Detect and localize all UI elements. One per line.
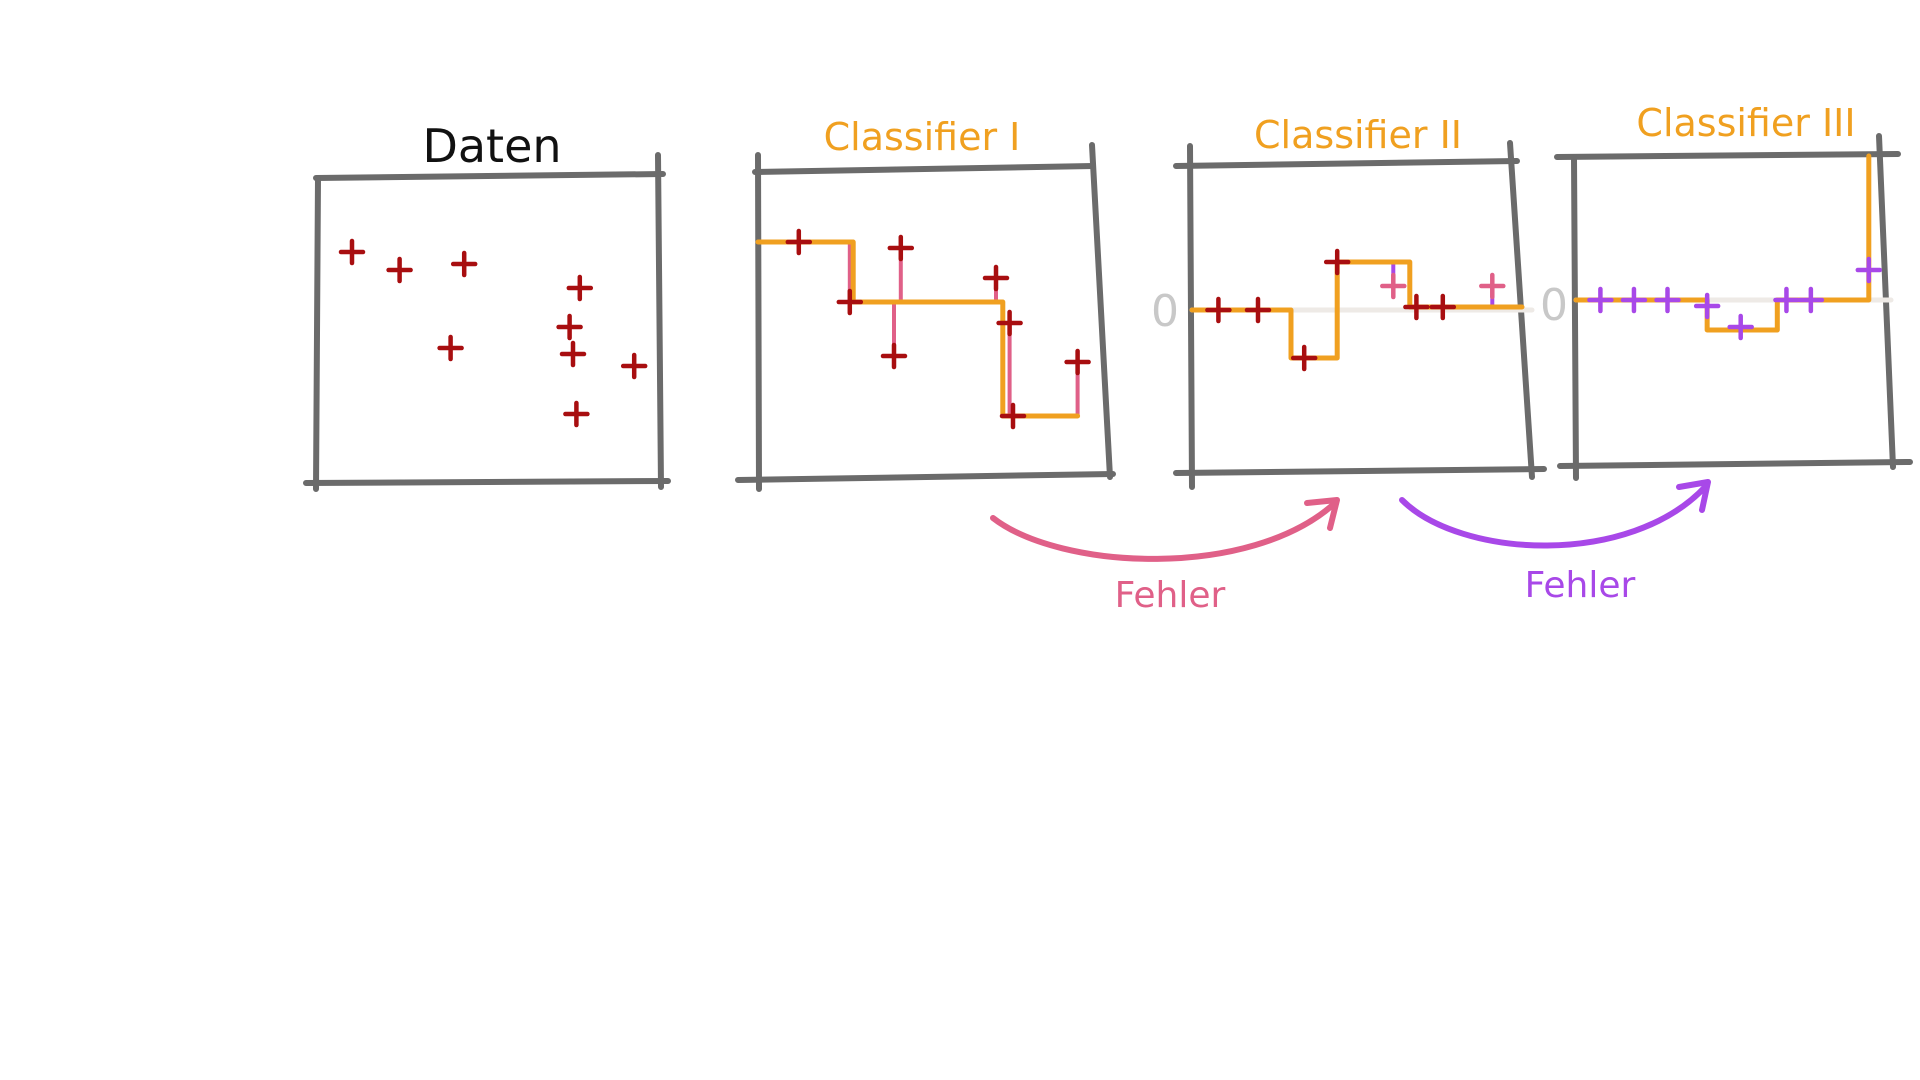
data-points	[338, 238, 648, 428]
data-point-marker	[620, 352, 648, 380]
error-arrow-1: Fehler	[990, 497, 1340, 616]
data-point-marker	[785, 228, 813, 256]
data-point-marker	[1403, 293, 1430, 321]
x-axis	[303, 478, 671, 486]
classifier-step	[1189, 259, 1525, 361]
data-point-marker	[1620, 286, 1648, 314]
data-point-marker	[1693, 292, 1721, 320]
panel-classifier-3: Classifier III 0	[1540, 101, 1913, 481]
panel-frame-right	[655, 152, 664, 490]
data-point-marker	[999, 402, 1027, 430]
data-point-marker	[563, 400, 590, 428]
panel-classifier-2: Classifier II 0	[1151, 113, 1547, 490]
panel-title: Classifier III	[1636, 101, 1855, 145]
data-point-marker	[880, 342, 908, 370]
arrow-label: Fehler	[1115, 575, 1226, 616]
panel-title: Classifier I	[824, 115, 1021, 159]
panel-title: Daten	[422, 119, 561, 173]
data-point-marker	[1727, 313, 1754, 341]
panel-frame-top	[313, 171, 666, 181]
data-point-marker	[386, 256, 413, 284]
data-points	[785, 228, 1091, 430]
arrow-head	[1304, 497, 1340, 531]
data-point-marker	[1290, 344, 1318, 372]
panel-frame-right	[1089, 142, 1113, 480]
data-point-marker	[1855, 256, 1883, 284]
data-point-marker	[1205, 296, 1232, 324]
data-point-marker	[1587, 286, 1614, 314]
panel-frame-top	[752, 163, 1096, 175]
classifier-step	[755, 239, 1081, 419]
panel-frame-top	[1554, 151, 1901, 160]
data-point-marker	[1479, 272, 1506, 300]
arrow-curve	[1399, 483, 1709, 549]
data-point-marker	[437, 334, 464, 362]
x-axis	[1557, 459, 1913, 469]
panel-classifier-1: Classifier I	[735, 115, 1116, 492]
data-points	[1587, 256, 1883, 341]
data-point-marker	[836, 288, 864, 316]
data-point-marker	[1064, 348, 1091, 376]
classifier-step	[1573, 153, 1872, 333]
y-axis	[313, 175, 321, 492]
panel-data: Daten	[303, 119, 671, 492]
y-axis	[1571, 155, 1579, 481]
x-axis	[735, 471, 1116, 483]
zero-label: 0	[1540, 280, 1568, 331]
data-point-marker	[887, 234, 915, 262]
arrow-head	[1676, 479, 1711, 513]
data-point-marker	[1797, 286, 1825, 314]
panel-frame-top	[1173, 158, 1520, 169]
arrow-label: Fehler	[1525, 565, 1636, 606]
residuals	[847, 240, 1080, 418]
y-axis	[755, 152, 762, 492]
panel-title: Classifier II	[1254, 113, 1462, 157]
x-axis	[1173, 466, 1547, 476]
data-point-marker	[1323, 248, 1351, 276]
data-point-marker	[556, 313, 583, 341]
data-point-marker	[450, 250, 478, 278]
data-point-marker	[1380, 272, 1407, 300]
data-point-marker	[1773, 286, 1800, 314]
data-point-marker	[996, 309, 1023, 337]
data-point-marker	[559, 340, 587, 368]
data-points	[1205, 248, 1506, 372]
y-axis	[1187, 143, 1195, 490]
data-point-marker	[982, 264, 1010, 292]
data-point-marker	[1429, 293, 1457, 321]
data-point-marker	[566, 274, 594, 302]
zero-label: 0	[1151, 286, 1179, 337]
data-point-marker	[1244, 296, 1272, 324]
data-point-marker	[338, 238, 366, 266]
arrow-curve	[990, 500, 1338, 562]
error-arrow-2: Fehler	[1399, 479, 1711, 606]
data-point-marker	[1654, 286, 1681, 314]
